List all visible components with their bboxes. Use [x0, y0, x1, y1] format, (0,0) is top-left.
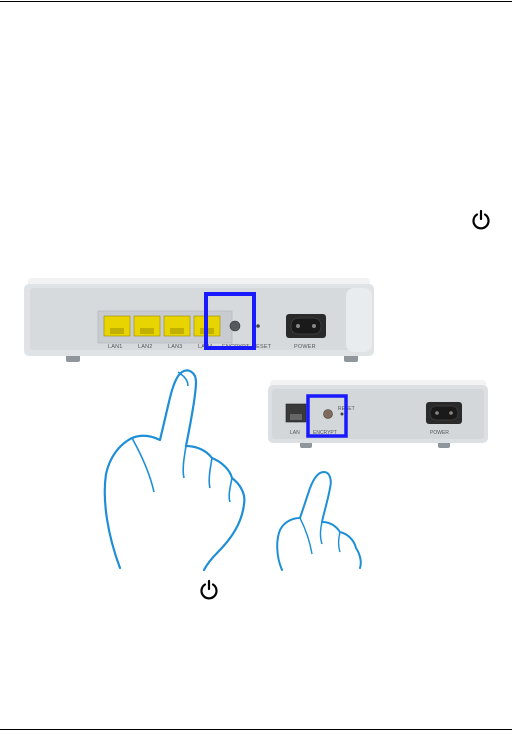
bottom-rule: [0, 729, 512, 730]
reset-hole: [256, 324, 260, 328]
small-power-label: POWER: [430, 430, 449, 436]
power-label: POWER: [294, 344, 316, 350]
lan1-label: LAN1: [108, 344, 123, 350]
hand-pointing-small: [270, 468, 370, 572]
small-encrypt-button: [324, 410, 333, 419]
lan-port-2: [134, 316, 160, 336]
encrypt-button: [230, 321, 240, 331]
hand-pointing-large: [98, 366, 253, 571]
lan-port-1: [104, 316, 130, 336]
device-rear-panel-small: RESET LAN ENCRYPT POWER: [268, 380, 488, 454]
lan3-label: LAN3: [168, 344, 183, 350]
device-rear-panel-large: LAN1 LAN2 LAN3 LAN4 ENCRYPT RESET POWER: [24, 278, 374, 370]
small-lan-label: LAN: [290, 430, 300, 436]
lan-port-3: [164, 316, 190, 336]
top-rule: [0, 1, 512, 2]
power-icon: [470, 209, 492, 231]
power-icon-bottom: [198, 579, 220, 601]
small-reset-hole: [341, 413, 344, 416]
lan2-label: LAN2: [138, 344, 153, 350]
